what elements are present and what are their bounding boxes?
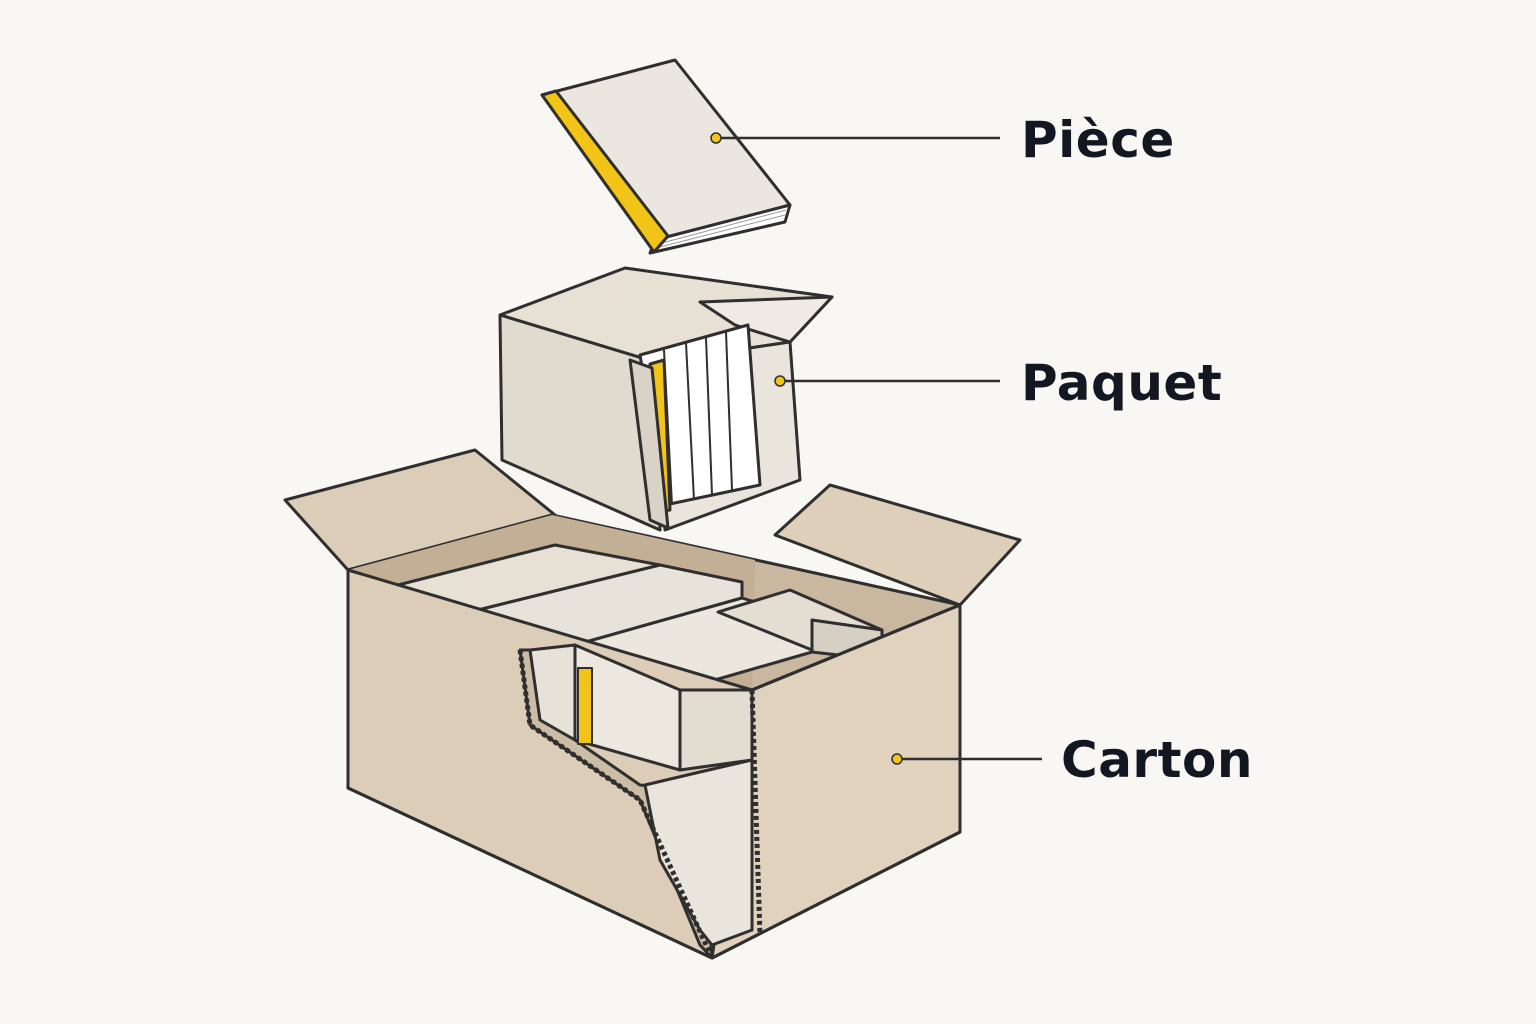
carton-label: Carton (1061, 731, 1253, 789)
carton-illustration (283, 448, 1022, 960)
leader-lines (721, 136, 1042, 761)
piece-illustration (540, 58, 792, 255)
carton-callout-dot (891, 753, 903, 765)
paquet-label: Paquet (1021, 354, 1223, 412)
piece-label: Pièce (1021, 111, 1175, 169)
paquet-illustration (498, 266, 834, 532)
